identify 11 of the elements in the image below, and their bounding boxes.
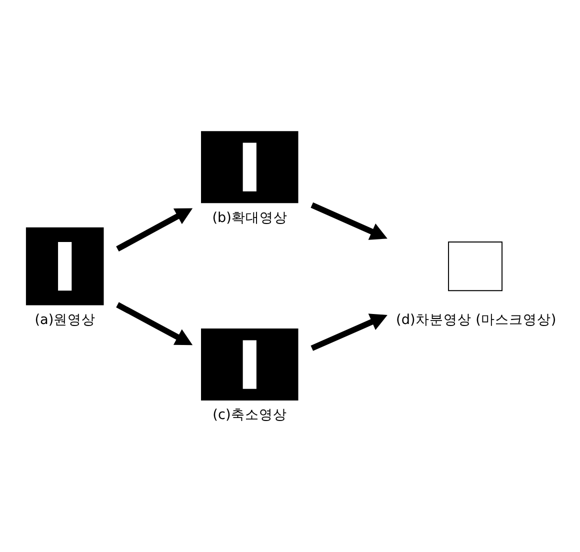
node-box <box>201 328 298 400</box>
node-box <box>201 130 298 203</box>
node-label: (a)원영상 <box>34 311 96 328</box>
node-box <box>26 226 104 305</box>
node-label: (c)축소영상 <box>212 406 287 423</box>
arrow <box>310 313 388 350</box>
node-label: (b)확대영상 <box>212 209 288 226</box>
node-label: (d)차분영상 (마스크영상) <box>396 311 556 328</box>
arrow <box>310 202 388 240</box>
arrow <box>116 208 193 252</box>
arrow <box>116 302 193 345</box>
